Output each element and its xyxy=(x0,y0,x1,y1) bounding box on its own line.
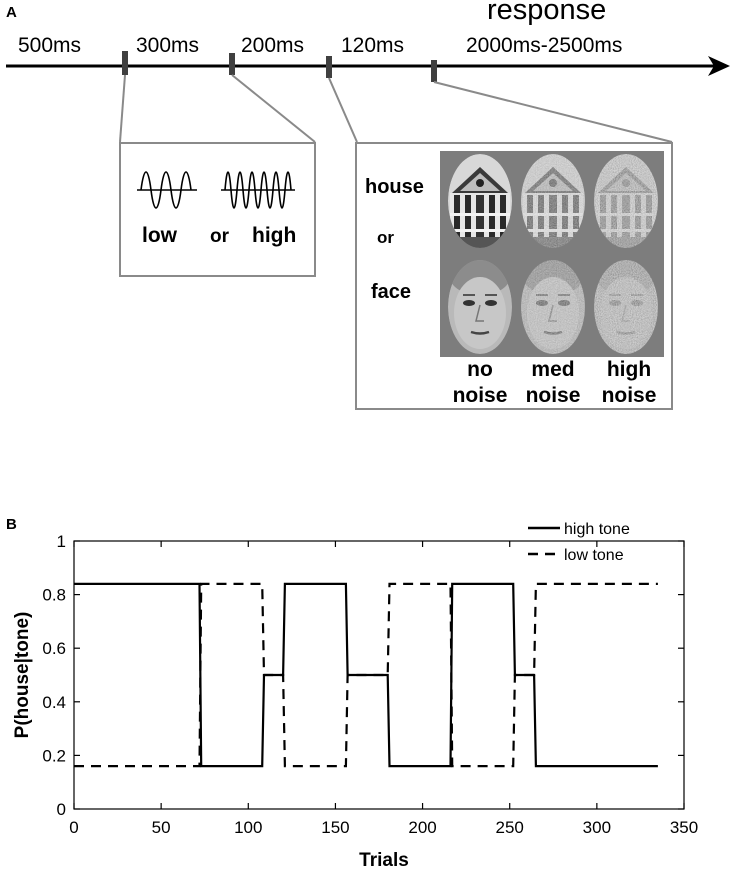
tone-or-label: or xyxy=(210,226,229,247)
low-tone-label: low xyxy=(142,224,177,247)
legend-label-high-tone: high tone xyxy=(564,521,630,538)
noise-level-high-line1: high xyxy=(606,358,652,381)
duration-label-3: 200ms xyxy=(241,34,305,57)
noise-level-no-line1: no xyxy=(467,358,493,381)
noise-level-high-line2: noise xyxy=(601,384,657,407)
face-label: face xyxy=(371,281,412,303)
callout-line-stim-right xyxy=(433,81,673,143)
x-tick-label: 50 xyxy=(152,818,171,837)
callout-line-tone-left xyxy=(119,74,126,143)
stimulus-images xyxy=(448,154,658,354)
timeline-tick-2 xyxy=(229,53,235,75)
tone-waves xyxy=(137,171,295,209)
panel-a-label: A xyxy=(6,4,17,21)
noise-level-med: med noise xyxy=(513,357,593,409)
panel-b-label: B xyxy=(6,516,17,533)
duration-label-5: 2000ms-2500ms xyxy=(466,34,623,57)
stimulus-grid xyxy=(440,151,664,357)
noise-level-high: high noise xyxy=(589,357,669,409)
high-tone-wave-icon xyxy=(224,171,292,209)
y-tick-label: 0 xyxy=(57,800,66,819)
x-tick-label: 200 xyxy=(408,818,436,837)
y-axis-label: P(house|tone) xyxy=(12,612,33,739)
y-tick-label: 1 xyxy=(57,532,66,551)
plot-frame xyxy=(73,540,685,810)
noise-level-med-line2: noise xyxy=(525,384,581,407)
house-med-noise-image xyxy=(521,154,585,248)
response-label: response xyxy=(487,0,607,26)
probability-chart: 0 50 100 150 200 250 300 350 0 0.2 0.4 0.6 0.8 1 Tria… xyxy=(12,521,698,871)
callout-line-tone-right xyxy=(231,74,316,143)
y-tick-label: 0.6 xyxy=(42,639,66,658)
timeline-svg xyxy=(6,51,730,143)
y-tick-label: 0.8 xyxy=(42,586,66,605)
duration-label-1: 500ms xyxy=(18,34,82,57)
x-tick-label: 250 xyxy=(496,818,524,837)
x-tick-label: 150 xyxy=(321,818,349,837)
noise-level-no-line2: noise xyxy=(452,384,508,407)
high-tone-label: high xyxy=(252,224,297,247)
timeline-tick-3 xyxy=(326,56,332,78)
low-tone-wave-icon xyxy=(140,171,192,209)
timeline-arrowhead xyxy=(708,56,730,76)
legend: high tone low tone xyxy=(528,521,630,564)
duration-label-2: 300ms xyxy=(136,34,200,57)
timeline-tick-1 xyxy=(122,51,128,75)
plot-area xyxy=(73,540,685,810)
x-tick-label: 350 xyxy=(670,818,698,837)
x-axis-label: Trials xyxy=(359,850,409,871)
timeline-tick-4 xyxy=(431,60,437,82)
noise-level-med-line1: med xyxy=(531,358,575,381)
face-med-noise-image xyxy=(521,260,585,354)
callout-line-stim-left xyxy=(328,77,358,143)
legend-label-low-tone: low tone xyxy=(564,547,624,564)
tick-labels: 0 50 100 150 200 250 300 350 0 0.2 0.4 0.6 0.8 1 xyxy=(42,532,698,837)
x-tick-label: 0 xyxy=(69,818,78,837)
y-tick-label: 0.4 xyxy=(42,693,66,712)
face-high-noise-image xyxy=(594,260,658,354)
tone-box: low or high xyxy=(119,142,316,277)
series-line-high-tone xyxy=(74,582,658,768)
series-line-low-tone xyxy=(74,582,658,768)
y-tick-label: 0.2 xyxy=(42,746,66,765)
duration-label-4: 120ms xyxy=(341,34,405,57)
house-label: house xyxy=(365,176,424,198)
stim-or-label: or xyxy=(377,228,394,247)
house-high-noise-image xyxy=(594,154,658,248)
x-tick-label: 100 xyxy=(234,818,262,837)
noise-level-no: no noise xyxy=(440,357,520,409)
face-no-noise-image xyxy=(448,260,512,354)
house-no-noise-image xyxy=(448,154,512,248)
x-tick-label: 300 xyxy=(583,818,611,837)
